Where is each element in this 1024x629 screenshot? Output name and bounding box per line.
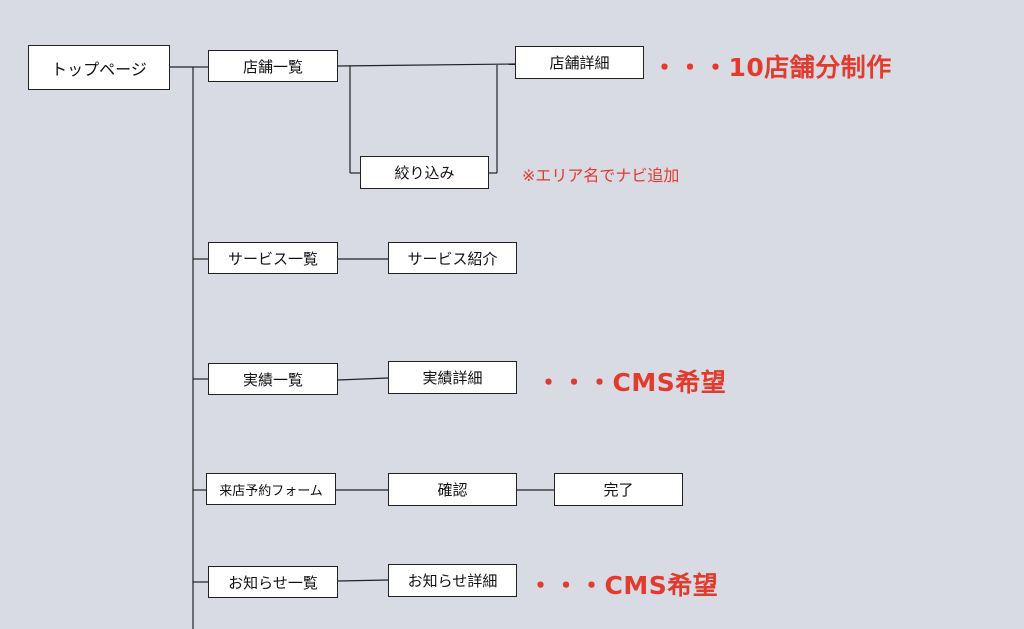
node-works-list: 実績一覧 (208, 363, 338, 395)
node-complete: 完了 (554, 473, 683, 506)
node-works-detail: 実績詳細 (388, 361, 517, 394)
node-store-detail: 店舗詳細 (515, 46, 644, 79)
note-news-detail: ・・・CMS希望 (528, 571, 719, 600)
node-news-list: お知らせ一覧 (208, 566, 338, 598)
node-top-page: トップページ (28, 45, 170, 90)
node-confirm: 確認 (388, 473, 517, 506)
note-store-detail: ・・・10店舗分制作 (652, 53, 892, 82)
connector-news (337, 579, 389, 582)
connector-store-detail (337, 63, 516, 67)
node-filter: 絞り込み (360, 156, 489, 189)
node-store-list: 店舗一覧 (208, 50, 338, 82)
note-filter: ※エリア名でナビ追加 (522, 166, 680, 185)
node-service-list: サービス一覧 (208, 242, 338, 274)
note-works-detail: ・・・CMS希望 (536, 368, 727, 397)
node-news-detail: お知らせ詳細 (388, 564, 517, 597)
connector-works (337, 377, 389, 381)
node-reserve-form: 来店予約フォーム (206, 473, 336, 505)
node-service-intro: サービス紹介 (388, 242, 517, 274)
